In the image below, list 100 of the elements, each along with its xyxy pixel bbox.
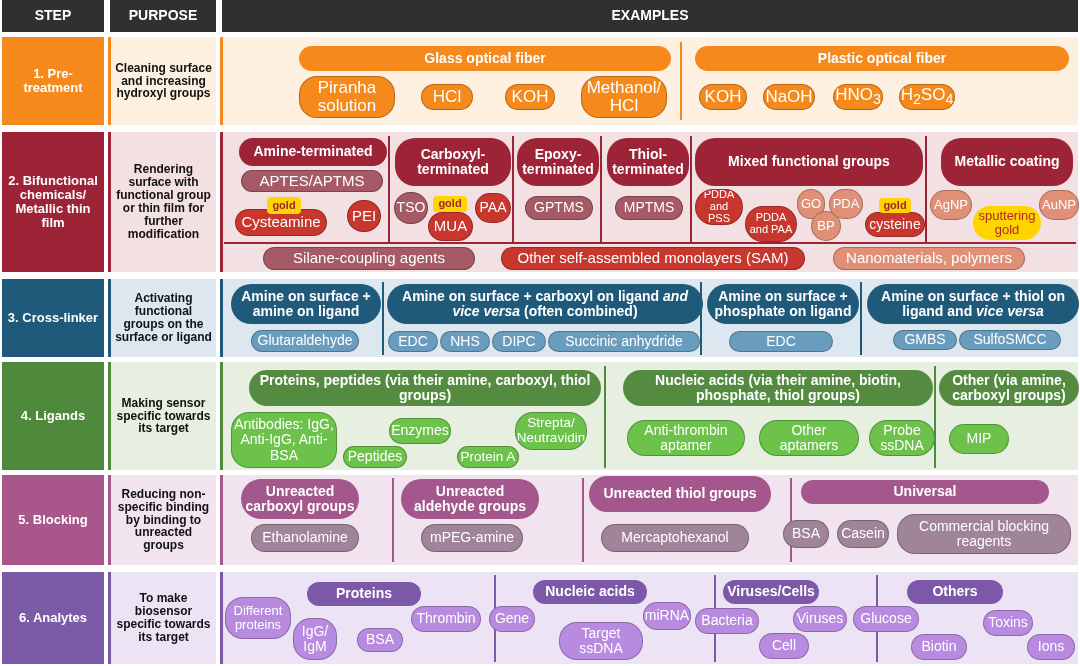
example-pill: Enzymes: [389, 418, 451, 444]
category-pill: Metallic coating: [941, 138, 1073, 186]
purpose-box: Rendering surface with functional group or thin film for further modification: [108, 132, 216, 272]
note-badge: gold: [433, 196, 467, 212]
example-pill: SulfoSMCC: [959, 330, 1061, 350]
example-pill: Ethanolamine: [251, 524, 359, 552]
example-pill: GMBS: [893, 330, 957, 350]
category-pill: Viruses/Cells: [723, 580, 819, 604]
examples-panel: [220, 362, 1078, 470]
example-pill: cysteine: [865, 212, 925, 237]
example-pill: PDDA and PSS: [695, 189, 743, 225]
example-pill: Strepta/ Neutravidin: [515, 412, 587, 450]
column-header: EXAMPLES: [222, 0, 1078, 32]
category-pill: Proteins: [307, 582, 421, 606]
example-pill: PDA: [829, 189, 863, 219]
purpose-box: Reducing non-specific binding by binding to unreacted groups: [108, 475, 216, 565]
examples-panel: [220, 279, 1078, 357]
example-pill: BSA: [783, 520, 829, 548]
category-pill: Amine on surface + thiol on ligand and vice versa: [867, 284, 1079, 324]
example-pill: Other aptamers: [759, 420, 859, 456]
category-pill: Thiol- terminated: [607, 138, 689, 186]
example-pill: Viruses: [793, 606, 847, 632]
step-box: 2. Bifunctional chemicals/ Metallic thin film: [2, 132, 104, 272]
column-header: STEP: [2, 0, 104, 32]
example-pill: Biotin: [911, 634, 967, 660]
example-pill: HNO$_{3}$: [833, 84, 883, 110]
example-pill: mPEG-amine: [421, 524, 523, 552]
example-pill: EDC: [729, 331, 833, 352]
example-pill: PDDA and PAA: [745, 206, 797, 242]
example-pill: Cell: [759, 633, 809, 659]
category-pill: Amine on surface + carboxyl on ligand and vice versa (often combined): [387, 284, 703, 324]
example-pill: KOH: [699, 84, 747, 110]
example-pill: Toxins: [983, 610, 1033, 636]
category-pill: Carboxyl- terminated: [395, 138, 511, 186]
examples-panel: [220, 132, 1078, 272]
example-pill: Protein A: [457, 446, 519, 468]
category-pill: Plastic optical fiber: [695, 46, 1069, 71]
category-pill: Universal: [801, 480, 1049, 504]
example-pill: MUA: [428, 212, 473, 241]
example-pill: GO: [797, 189, 825, 219]
column-header: PURPOSE: [110, 0, 216, 32]
example-pill: IgG/ IgM: [293, 618, 337, 660]
example-pill: Commercial blocking reagents: [897, 514, 1071, 554]
step-box: 3. Cross-linker: [2, 279, 104, 357]
examples-panel: [220, 37, 1078, 125]
category-pill: Mixed functional groups: [695, 138, 923, 186]
example-pill: miRNA: [643, 602, 691, 630]
example-pill: Probe ssDNA: [869, 420, 935, 456]
example-pill: AuNP: [1039, 190, 1079, 220]
category-pill: Amine-terminated: [239, 138, 387, 166]
note-badge: gold: [267, 197, 301, 214]
example-pill: AgNP: [930, 190, 972, 220]
example-pill: Target ssDNA: [559, 622, 643, 660]
example-pill: MIP: [949, 424, 1009, 454]
example-pill: GPTMS: [525, 196, 593, 220]
example-pill: HCl: [421, 84, 473, 110]
example-pill: Ions: [1027, 634, 1075, 660]
category-pill: Nucleic acids (via their amine, biotin, phosphate, thiol groups): [623, 370, 933, 406]
step-box: 1. Pre-treatment: [2, 37, 104, 125]
example-pill: PAA: [475, 193, 511, 223]
example-pill: MPTMS: [615, 196, 683, 220]
example-pill: Peptides: [343, 446, 407, 468]
example-pill: Methanol/ HCl: [581, 76, 667, 118]
example-pill: BSA: [357, 628, 403, 652]
example-pill: Casein: [837, 520, 889, 548]
example-pill: Thrombin: [411, 606, 481, 632]
example-pill: Bacteria: [695, 608, 759, 634]
example-pill: PEI: [347, 200, 381, 232]
example-pill: Other self-assembled monolayers (SAM): [501, 247, 805, 270]
example-pill: DIPC: [492, 331, 546, 352]
category-pill: Epoxy- terminated: [517, 138, 599, 186]
category-pill: Proteins, peptides (via their amine, carboxyl, thiol groups): [249, 370, 601, 406]
purpose-box: Activating functional groups on the surface or ligand: [108, 279, 216, 357]
purpose-box: Making sensor specific towards its target: [108, 362, 216, 470]
category-pill: Nucleic acids: [533, 580, 647, 604]
category-pill: Unreacted aldehyde groups: [401, 479, 539, 519]
example-pill: sputtering gold: [973, 206, 1041, 240]
example-pill: Glucose: [853, 606, 919, 632]
category-pill: Glass optical fiber: [299, 46, 671, 71]
example-pill: BP: [811, 211, 841, 241]
example-pill: Antibodies: IgG, Anti-IgG, Anti-BSA: [231, 412, 337, 468]
example-pill: TSO: [394, 192, 428, 224]
category-pill: Amine on surface + phosphate on ligand: [707, 284, 859, 324]
category-pill: Other (via amine, carboxyl groups): [939, 370, 1079, 406]
example-pill: KOH: [505, 84, 555, 110]
examples-panel: [220, 475, 1078, 565]
category-pill: Unreacted thiol groups: [589, 476, 771, 512]
example-pill: NHS: [440, 331, 490, 352]
example-pill: H$_{2}$SO$_{4}$: [899, 84, 955, 110]
example-pill: NaOH: [763, 84, 815, 110]
example-pill: Succinic anhydride: [548, 331, 700, 352]
category-pill: Unreacted carboxyl groups: [241, 479, 359, 519]
purpose-box: Cleaning surface and increasing hydroxyl groups: [108, 37, 216, 125]
example-pill: Nanomaterials, polymers: [833, 247, 1025, 270]
examples-panel: [220, 572, 1078, 664]
step-box: 5. Blocking: [2, 475, 104, 565]
category-pill: Others: [907, 580, 1003, 604]
note-badge: gold: [879, 198, 911, 213]
purpose-box: To make biosensor specific towards its target: [108, 572, 216, 664]
step-box: 4. Ligands: [2, 362, 104, 470]
